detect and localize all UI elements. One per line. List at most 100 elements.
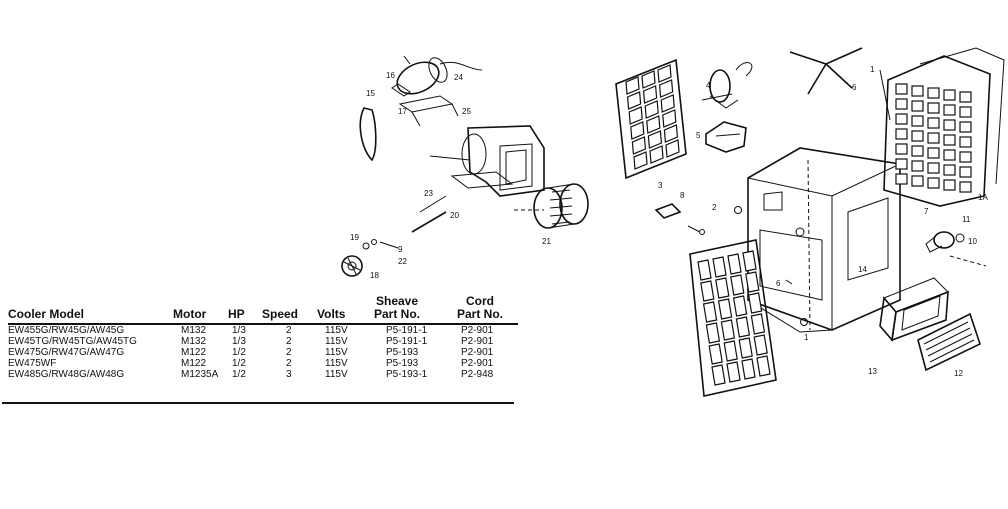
header-sheave-line2: Part No. xyxy=(374,307,421,321)
cell-model: EW455G/RW45G/AW45G xyxy=(8,325,125,336)
cabinet-body xyxy=(747,147,901,333)
cell-motor: M122 xyxy=(181,347,207,358)
callout-17: 17 xyxy=(398,107,407,116)
cell-motor: M132 xyxy=(181,325,207,336)
cell-volts: 115V xyxy=(325,325,348,336)
callout-3: 3 xyxy=(658,181,663,190)
cell-model: EW485G/RW48G/AW48G xyxy=(8,369,125,380)
cell-sheave: P5-193 xyxy=(386,347,419,358)
callout-21: 21 xyxy=(542,237,551,246)
drive-belt xyxy=(359,107,377,162)
cell-cord: P2-901 xyxy=(461,336,494,347)
callout-7: 7 xyxy=(924,207,929,216)
cell-sheave: P5-193-1 xyxy=(386,369,428,380)
cooler-spec-table: Cooler Model Motor HP Speed Volts Sheave… xyxy=(8,281,518,380)
shaft-and-pulley xyxy=(341,195,447,277)
cell-cord: P2-901 xyxy=(461,358,494,369)
cell-speed: 2 xyxy=(286,347,292,358)
callout-22: 22 xyxy=(398,257,407,266)
header-cord-part-no: Cord Part No. xyxy=(457,295,503,321)
callout-4: 4 xyxy=(706,81,711,90)
cell-model: EW45TG/RW45TG/AW45TG xyxy=(8,336,137,347)
cell-speed: 2 xyxy=(286,358,292,369)
cell-speed: 2 xyxy=(286,325,292,336)
table-row: EW45TG/RW45TG/AW45TG M132 1/3 2 115V P5-191-1… xyxy=(8,336,518,347)
cell-sheave: P5-191-1 xyxy=(386,336,428,347)
callout-18: 18 xyxy=(370,271,379,280)
callout-8: 8 xyxy=(680,191,685,200)
callout-16: 16 xyxy=(386,71,395,80)
cell-model: EW475G/RW47G/AW47G xyxy=(8,347,125,358)
callout-1a: 1A xyxy=(978,193,988,202)
header-motor: Motor xyxy=(173,307,207,321)
cell-hp: 1/2 xyxy=(232,369,246,380)
cell-speed: 3 xyxy=(286,369,292,380)
side-pad-frame-left xyxy=(615,58,687,180)
louver-grille xyxy=(917,312,981,372)
header-sheave-line1: Sheave xyxy=(375,294,419,308)
callout-11: 11 xyxy=(962,215,971,224)
callout-2: 2 xyxy=(712,203,717,212)
motor-mount xyxy=(705,121,747,153)
callout-25: 25 xyxy=(462,107,471,116)
cell-hp: 1/3 xyxy=(232,336,246,347)
cell-hp: 1/2 xyxy=(232,358,246,369)
cell-model: EW475WF xyxy=(8,358,57,369)
callout-14: 14 xyxy=(858,265,867,274)
header-volts: Volts xyxy=(317,307,346,321)
callout-24: 24 xyxy=(454,73,463,82)
cell-motor: M1235A xyxy=(181,369,219,380)
callout-5: 5 xyxy=(696,131,701,140)
cell-cord: P2-901 xyxy=(461,325,494,336)
rear-pad-frame xyxy=(879,47,1005,207)
cell-sheave: P5-193 xyxy=(386,358,419,369)
table-header: Cooler Model Motor HP Speed Volts Sheave… xyxy=(8,281,518,323)
callout-6: 6 xyxy=(852,83,857,92)
cell-volts: 115V xyxy=(325,369,348,380)
callout-13: 13 xyxy=(868,367,877,376)
cell-hp: 1/2 xyxy=(232,347,246,358)
header-cord-line2: Part No. xyxy=(457,307,504,321)
fan-blades xyxy=(789,47,863,95)
callout-12: 12 xyxy=(954,369,963,378)
louver-discharge-duct xyxy=(879,277,949,342)
pump-assembly xyxy=(925,231,987,267)
callout-10: 10 xyxy=(968,237,977,246)
cell-motor: M122 xyxy=(181,358,207,369)
front-grille-panel xyxy=(689,239,777,397)
callout-1-top: 1 xyxy=(870,65,875,74)
table-row: EW475G/RW47G/AW47G M122 1/2 2 115V P5-193 P2-9… xyxy=(8,347,518,358)
callout-19: 19 xyxy=(350,233,359,242)
fan-motor xyxy=(701,62,753,109)
callout-23: 23 xyxy=(424,189,433,198)
table-bottom-rule xyxy=(2,402,514,404)
callout-1-bottom: 1 xyxy=(804,333,809,342)
callout-15: 15 xyxy=(366,89,375,98)
header-hp: HP xyxy=(228,307,245,321)
cell-volts: 115V xyxy=(325,347,348,358)
cell-speed: 2 xyxy=(286,336,292,347)
header-cooler-model: Cooler Model xyxy=(8,307,85,321)
callout-9: 9 xyxy=(398,245,403,254)
cell-motor: M132 xyxy=(181,336,207,347)
table-row: EW455G/RW45G/AW45G M132 1/3 2 115V P5-191-1 P2… xyxy=(8,325,518,336)
motor-assembly xyxy=(391,55,483,127)
small-parts xyxy=(654,203,808,326)
blower-housing xyxy=(429,125,545,211)
cell-volts: 115V xyxy=(325,358,348,369)
cell-sheave: P5-191-1 xyxy=(386,325,428,336)
header-sheave-part-no: Sheave Part No. xyxy=(374,295,420,321)
header-cord-line1: Cord xyxy=(466,294,494,308)
header-speed: Speed xyxy=(262,307,299,321)
cell-cord: P2-901 xyxy=(461,347,494,358)
callout-20: 20 xyxy=(450,211,459,220)
blower-wheel xyxy=(533,183,589,229)
callout-labels: 16 15 24 17 25 23 20 21 19 9 22 18 3 4 5… xyxy=(350,65,988,378)
cell-hp: 1/3 xyxy=(232,325,246,336)
callout-6-lower: 6 xyxy=(776,279,781,288)
cell-volts: 115V xyxy=(325,336,348,347)
table-row: EW485G/RW48G/AW48G M1235A 1/2 3 115V P5-193-1… xyxy=(8,369,518,380)
table-row: EW475WF M122 1/2 2 115V P5-193 P2-901 xyxy=(8,358,518,369)
